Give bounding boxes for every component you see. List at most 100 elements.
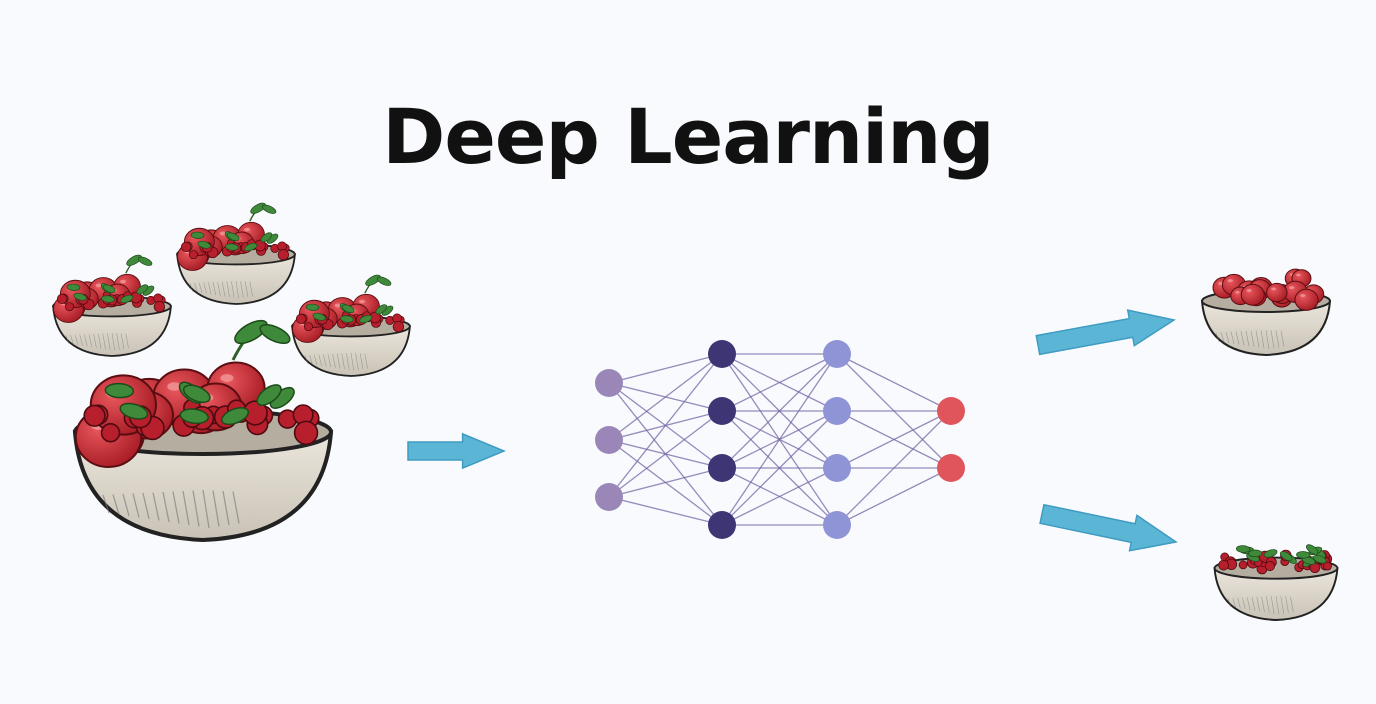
bowl-hatch — [1280, 330, 1285, 347]
bowl-hatch — [122, 493, 130, 517]
bowl-hatch — [212, 282, 217, 296]
tomato-shine — [1300, 293, 1306, 298]
leaf — [359, 314, 373, 324]
cherry — [1238, 560, 1248, 570]
tomato — [1240, 283, 1265, 306]
arrow-shape — [1039, 503, 1178, 552]
leaf — [137, 256, 153, 266]
bowl-hatch — [341, 353, 345, 370]
input-node — [595, 483, 623, 511]
arrow-right-icon — [1035, 309, 1176, 356]
leaf — [1263, 549, 1278, 558]
leaf — [1306, 544, 1319, 555]
tomato-shine — [1227, 279, 1233, 283]
network-edge — [836, 467, 952, 526]
tomato — [1266, 282, 1288, 303]
tomato-shine — [1289, 285, 1295, 290]
bowl-hatch — [232, 491, 240, 524]
bowl-hatch — [244, 281, 249, 298]
leaf — [66, 283, 81, 291]
bowl-hatch — [1235, 331, 1240, 345]
mixed-fruit-bowl-icon — [176, 202, 296, 305]
bowl-hatch — [1266, 596, 1270, 613]
bowl-hatch — [1237, 597, 1241, 609]
leaf — [119, 402, 149, 420]
network-edge — [608, 410, 723, 498]
bowl-hatch — [1220, 332, 1225, 343]
bowl-hatch — [364, 353, 368, 369]
bowl-hatch — [203, 282, 207, 294]
neural-network — [595, 340, 965, 539]
cherry — [1218, 559, 1229, 571]
bowl-hatch — [346, 353, 350, 370]
bowl-hatch — [1232, 598, 1236, 608]
bowl-hatch — [309, 354, 313, 365]
arrow-right-icon — [407, 432, 506, 470]
bowl-body — [72, 430, 334, 543]
network-edge — [721, 353, 838, 526]
bowl-hatch — [132, 493, 140, 518]
arrow-shape — [407, 432, 506, 470]
hidden-node — [708, 454, 736, 482]
network-edge — [608, 353, 723, 498]
tomato-shine — [359, 299, 366, 304]
leaf — [73, 292, 87, 301]
bowl-hatch — [107, 333, 111, 350]
tomato-shine — [1235, 290, 1240, 294]
output-node — [937, 397, 965, 425]
network-edge — [608, 496, 723, 526]
bowl-hatch — [192, 490, 200, 527]
bowl-hatch — [217, 281, 221, 296]
network-nodes — [595, 340, 965, 539]
bowl-hatch — [152, 492, 160, 521]
bowl-hatch — [313, 354, 318, 366]
leaf — [136, 284, 149, 295]
cherry — [153, 301, 166, 313]
tomato-shine — [1296, 273, 1301, 277]
bowl-body — [52, 305, 172, 357]
bowl-hatch — [84, 334, 88, 347]
leaf — [102, 284, 116, 293]
cherry — [56, 293, 68, 304]
leaf — [375, 304, 388, 315]
cherry — [1323, 561, 1332, 571]
bowl-hatch — [88, 334, 93, 348]
hidden-node — [823, 397, 851, 425]
bowl-hatch — [1270, 596, 1275, 614]
bowl-hatch — [111, 332, 116, 351]
bowl-hatch — [1290, 596, 1294, 613]
bowl-hatch — [102, 494, 110, 514]
bowl-hatch — [1256, 596, 1260, 612]
bowl-hatch — [112, 494, 120, 515]
sorted-fruit-bowl-cherries-icon — [1213, 544, 1339, 621]
tomato — [1294, 288, 1319, 311]
bowl-hatch — [162, 491, 170, 523]
bowl-hatch — [327, 354, 332, 368]
bowl-hatch — [226, 281, 230, 298]
tomato-shine — [95, 283, 103, 288]
network-edge — [608, 353, 723, 441]
bowl-hatch — [97, 333, 102, 349]
hidden-node — [823, 454, 851, 482]
bowl-hatch — [1215, 332, 1220, 342]
bowl-hatch — [1255, 330, 1260, 348]
bowl-hatch — [74, 334, 79, 346]
bowl-hatch — [323, 354, 327, 367]
leaf — [197, 240, 211, 249]
bowl-hatch — [1245, 330, 1250, 347]
leaf — [244, 242, 258, 252]
bowl-hatch — [202, 489, 210, 529]
output-node — [937, 454, 965, 482]
bowl-body — [1213, 567, 1339, 621]
bowl-hatch — [120, 333, 125, 350]
cherry — [64, 302, 74, 312]
bowl-hatch — [65, 335, 70, 344]
network-edge — [608, 353, 723, 384]
leaf — [179, 408, 209, 425]
tomato-shine — [167, 382, 182, 391]
cherry — [303, 322, 313, 332]
arrow-right-icon — [1039, 503, 1178, 552]
network-edge — [836, 410, 952, 526]
leaf — [250, 202, 266, 214]
